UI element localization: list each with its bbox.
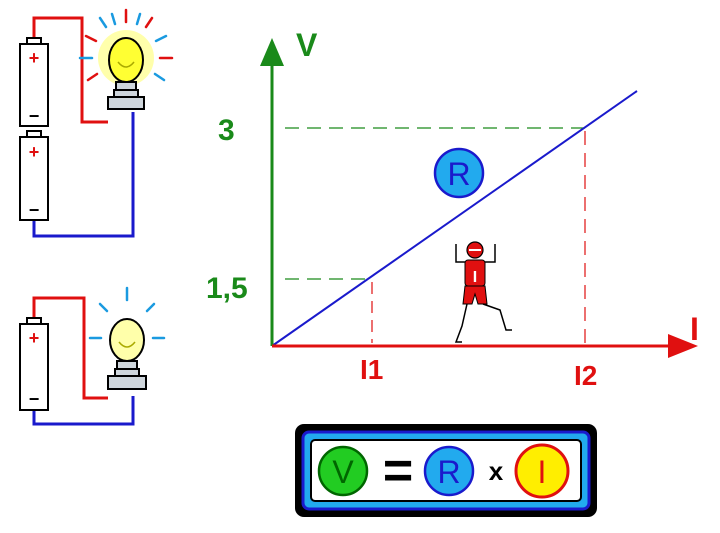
current-runner-icon: I [454,241,512,343]
vi-graph: V I 3 1,5 I1 I2 R I [206,27,699,391]
red-wire-top [32,16,108,124]
battery-minus-sign: − [29,389,40,409]
formula-v: V [332,454,354,490]
resistance-line [271,90,638,347]
resistance-badge-label: R [447,156,470,192]
formula-equals: = [383,442,413,500]
bulb-dim-icon [88,286,166,390]
circuit-one-battery: + − [19,286,166,426]
x-axis-arrow-icon [668,334,698,358]
ohms-law-formula: V = R x I [295,424,597,517]
battery-lower: + − [19,130,49,221]
battery-plus-sign: + [29,142,40,162]
battery-single: + − [19,317,49,411]
formula-times: x [489,456,504,486]
battery-minus-sign: − [29,106,40,126]
resistance-badge: R [433,147,485,199]
circuit-two-batteries: + − + − [19,8,174,238]
y-axis-label: V [296,27,318,63]
battery-plus-sign: + [29,48,40,68]
red-wire-bottom [32,296,108,400]
bulb-bright-icon [78,8,174,110]
battery-upper: + − [19,37,49,127]
x-tick-i2: I2 [574,360,597,391]
formula-r: R [437,454,460,490]
blue-wire-top [32,112,135,238]
battery-plus-sign: + [29,328,40,348]
y-tick-low: 1,5 [206,272,248,305]
runner-label: I [473,269,477,286]
y-axis-arrow-icon [260,38,284,66]
blue-wire-bottom [32,396,135,426]
y-tick-high: 3 [218,114,235,147]
battery-minus-sign: − [29,200,40,220]
formula-i: I [538,454,547,490]
x-tick-i1: I1 [360,354,383,385]
x-axis-label: I [690,311,699,347]
